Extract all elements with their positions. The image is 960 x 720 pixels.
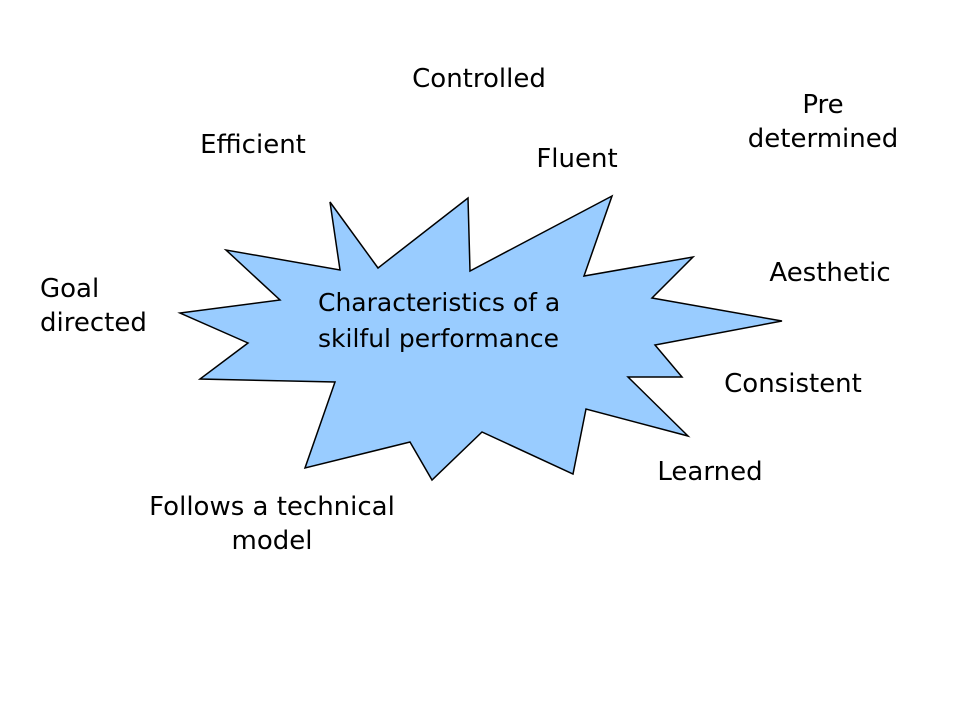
label-consistent: Consistent: [708, 367, 878, 401]
center-title-line-1: Characteristics of a: [318, 288, 561, 317]
fluent-text: Fluent: [536, 144, 618, 174]
pre-determined-line-1: Pre: [802, 90, 844, 120]
efficient-text: Efficient: [200, 130, 306, 160]
aesthetic-text: Aesthetic: [769, 258, 891, 288]
label-fluent: Fluent: [522, 142, 632, 176]
pre-determined-line-2: determined: [747, 124, 899, 154]
follows-technical-model-line-2: model: [231, 526, 313, 556]
label-goal-directed: Goal directed: [40, 272, 180, 340]
learned-text: Learned: [657, 457, 763, 487]
controlled-text: Controlled: [412, 64, 546, 94]
label-follows-technical-model: Follows a technical model: [124, 490, 420, 558]
label-efficient: Efficient: [178, 128, 328, 162]
center-title: Characteristics of a skilful performance: [318, 285, 560, 357]
follows-technical-model-line-1: Follows a technical: [149, 492, 395, 522]
center-title-line-2: skilful performance: [318, 324, 560, 353]
goal-directed-line-2: directed: [40, 308, 147, 338]
consistent-text: Consistent: [724, 369, 862, 399]
label-aesthetic: Aesthetic: [748, 256, 912, 290]
label-controlled: Controlled: [390, 62, 568, 96]
label-pre-determined: Pre determined: [730, 88, 916, 156]
goal-directed-line-1: Goal: [40, 274, 100, 304]
label-learned: Learned: [644, 455, 776, 489]
burst-star-polygon: [177, 194, 783, 482]
